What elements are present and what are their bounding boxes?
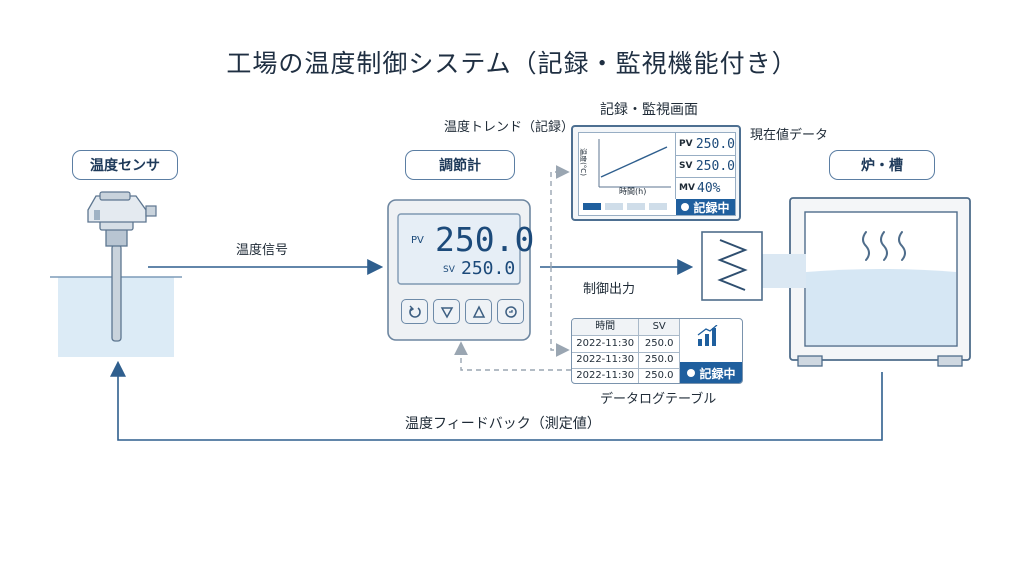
pv-row-key: PV	[679, 139, 693, 149]
datalog-table-label: データログテーブル	[600, 392, 717, 407]
monitor-screen: 温度(°C) 時間(h) PV 250.0 SV 250.0 MV 40%	[571, 125, 741, 221]
enter-button[interactable]	[497, 299, 524, 324]
trend-chart	[598, 139, 671, 188]
trend-line	[600, 146, 668, 178]
sensor-label: 温度センサ	[72, 150, 178, 180]
monitor-inner: 温度(°C) 時間(h) PV 250.0 SV 250.0 MV 40%	[578, 132, 736, 216]
bar-chart-icon	[697, 325, 718, 346]
datalog-table: 時間 SV 2022-11:30 250.0 2022-11:30 250.0 …	[571, 318, 743, 384]
record-dot-icon	[681, 203, 690, 211]
return-dashed-arrow	[454, 341, 571, 371]
table-divider	[679, 319, 680, 383]
chart-xlabel: 時間(h)	[619, 187, 647, 196]
triangle-down-icon	[440, 306, 453, 319]
sv-row-key: SV	[679, 161, 693, 171]
sv-value: 250.0	[461, 258, 516, 279]
temperature-sensor-icon	[87, 191, 157, 342]
row-sv: 250.0	[644, 370, 674, 381]
tab-strip-active[interactable]	[583, 203, 601, 210]
mv-row-key: MV	[679, 183, 695, 193]
page-title: 工場の温度制御システム（記録・監視機能付き）	[226, 49, 798, 78]
control-output-label: 制御出力	[583, 282, 636, 297]
heater-coil-icon	[701, 231, 763, 301]
header-sv: SV	[652, 321, 666, 332]
row-time: 2022-11:30	[572, 368, 640, 383]
log-dashed-arrow	[550, 267, 570, 357]
down-button[interactable]	[433, 299, 460, 324]
furnace-icon	[760, 197, 971, 367]
sv-label: SV	[443, 265, 455, 275]
temp-signal-label: 温度信号	[236, 243, 289, 258]
current-data-label: 現在値データ	[750, 128, 829, 143]
row-sv: 250.0	[644, 354, 674, 365]
rotate-icon	[408, 305, 421, 318]
chart-ylabel: 温度(°C)	[578, 148, 587, 176]
triangle-up-icon	[472, 304, 485, 318]
monitor-recording-text: 記録中	[693, 200, 730, 215]
tab-strip-3[interactable]	[627, 203, 645, 210]
pv-row-value: 250.0	[695, 136, 735, 152]
row-time: 2022-11:30	[572, 336, 640, 352]
table-row: 2022-11:30 250.0	[572, 336, 679, 353]
mv-row-value: 40%	[697, 180, 721, 196]
monitor-recording-badge: 記録中	[676, 199, 735, 215]
tab-strip-2[interactable]	[605, 203, 623, 210]
pv-row: PV 250.0	[676, 133, 735, 156]
table-row: 2022-11:30 250.0	[572, 368, 679, 383]
up-button[interactable]	[465, 299, 492, 324]
sv-row: SV 250.0	[676, 155, 735, 178]
header-time: 時間	[572, 319, 640, 335]
feedback-label: 温度フィードバック（測定値）	[405, 416, 601, 432]
table-row: 2022-11:30 250.0	[572, 352, 679, 369]
enter-icon	[504, 305, 517, 318]
monitor-divider	[675, 133, 676, 199]
table-header: 時間 SV	[572, 319, 679, 336]
tab-strip-4[interactable]	[649, 203, 667, 210]
controller-label: 調節計	[405, 150, 515, 180]
pv-label: PV	[411, 235, 424, 246]
log-recording-text: 記録中	[699, 366, 736, 381]
trend-label: 温度トレンド（記録）	[444, 120, 575, 135]
steam-icon	[862, 231, 906, 261]
feedback-arrow	[110, 360, 883, 441]
monitor-screen-label: 記録・監視画面	[600, 102, 698, 118]
row-time: 2022-11:30	[572, 352, 640, 368]
log-recording-badge: 記録中	[680, 362, 742, 383]
trend-dashed-arrow	[550, 165, 570, 267]
mv-row: MV 40%	[676, 177, 735, 199]
pv-value: 250.0	[435, 220, 535, 259]
return-button[interactable]	[401, 299, 428, 324]
furnace-label: 炉・槽	[829, 150, 935, 180]
record-dot-icon	[687, 369, 696, 377]
sv-row-value: 250.0	[695, 158, 735, 174]
row-sv: 250.0	[644, 338, 674, 349]
